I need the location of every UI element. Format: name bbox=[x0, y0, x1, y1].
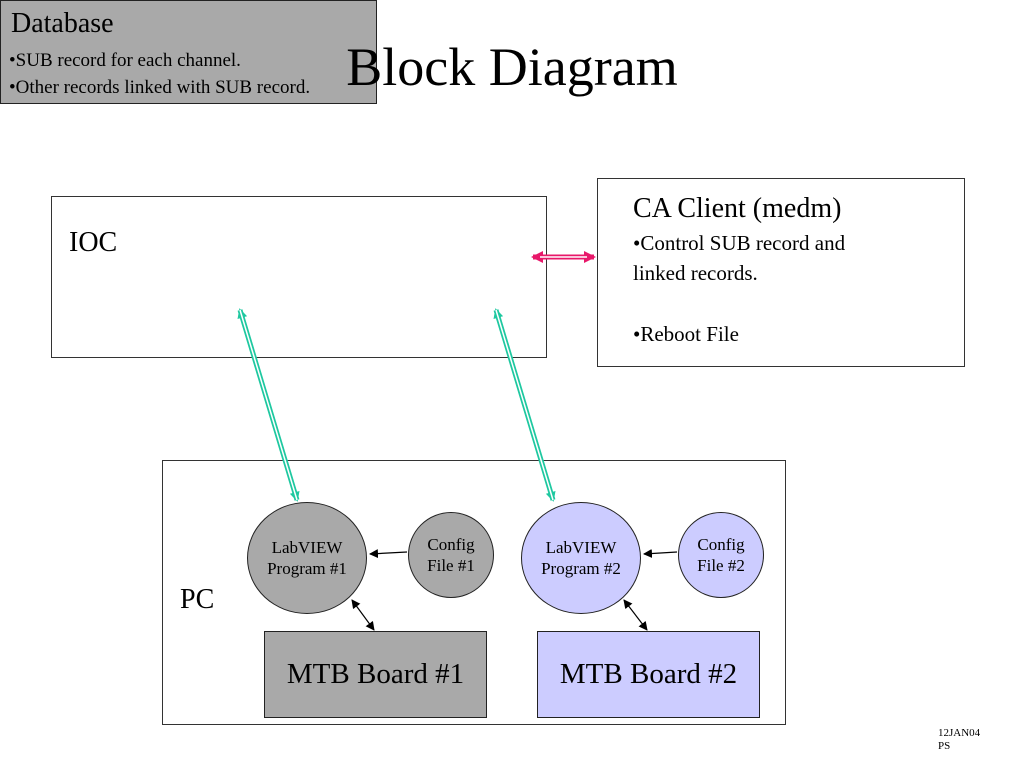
labview-2-line2: Program #2 bbox=[541, 559, 621, 578]
db-labview1-link bbox=[237, 308, 300, 502]
database-heading: Database bbox=[11, 8, 114, 39]
ca-client-bullet-2: •Reboot File bbox=[633, 322, 739, 346]
labview-1-line2: Program #1 bbox=[267, 559, 347, 578]
ca-client-heading: CA Client (medm) bbox=[633, 193, 842, 224]
slide-title: Block Diagram bbox=[346, 37, 678, 97]
config-2-line2: File #2 bbox=[697, 556, 745, 575]
labview-program-2: LabVIEW Program #2 bbox=[521, 502, 641, 614]
db-labview2-link bbox=[493, 308, 556, 502]
config-1-line1: Config bbox=[427, 535, 475, 554]
config-2-line1: Config bbox=[697, 535, 745, 554]
labview-program-1: LabVIEW Program #1 bbox=[247, 502, 367, 614]
ca-client-bullet-1: •Control SUB record and bbox=[633, 231, 846, 255]
database-box: Database •SUB record for each channel. •… bbox=[0, 0, 377, 104]
labview2-board2-link bbox=[623, 599, 648, 631]
pc-label: PC bbox=[180, 584, 215, 615]
ioc-label: IOC bbox=[69, 227, 118, 258]
ca-client-box: CA Client (medm) •Control SUB record and… bbox=[597, 178, 965, 367]
config2-to-labview2-arrow bbox=[643, 549, 678, 559]
mtb-board-2: MTB Board #2 bbox=[537, 631, 760, 718]
labview-2-line1: LabVIEW bbox=[545, 538, 617, 557]
footer-initials: PS bbox=[938, 740, 951, 752]
config-1-line2: File #1 bbox=[427, 556, 475, 575]
database-bullet-1: •SUB record for each channel. bbox=[9, 50, 241, 71]
mtb-board-1: MTB Board #1 bbox=[264, 631, 487, 718]
slide-footer: 12JAN04 PS bbox=[938, 727, 980, 753]
ca-client-bullet-1-cont: linked records. bbox=[633, 261, 758, 285]
config1-to-labview1-arrow bbox=[369, 549, 408, 559]
labview-1-line1: LabVIEW bbox=[271, 538, 343, 557]
footer-date: 12JAN04 bbox=[938, 727, 981, 739]
database-bullet-2: •Other records linked with SUB record. bbox=[9, 77, 311, 98]
labview1-board1-link bbox=[351, 599, 375, 631]
